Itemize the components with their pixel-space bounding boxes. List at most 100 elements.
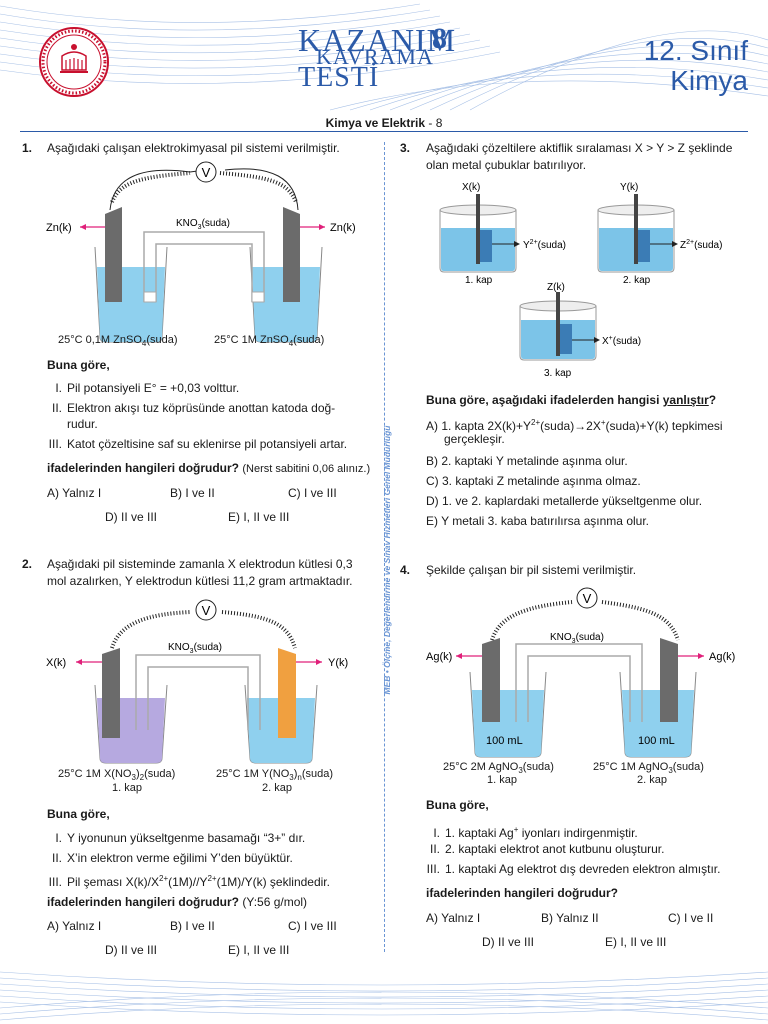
q2-voltmeter (195, 599, 217, 621)
q1-stem: Aşağıdaki çalışan elektrokimyasal pil si… (47, 141, 340, 155)
q2-left-electrode (102, 648, 120, 738)
q4-right-solution-label: 25°C 1M AgNO3(suda) (593, 761, 704, 776)
q4-option-e[interactable]: E) I, II ve III (605, 935, 667, 949)
q4-right-cap: 2. kap (637, 774, 667, 786)
q3-option-a[interactable]: A) 1. kapta 2X(k)+Y2+(suda)→2X+(suda)+Y(… (426, 418, 723, 433)
q3-option-a-cont: gerçekleşir. (444, 432, 505, 446)
q1-number: 1. (22, 141, 33, 155)
footer-decoration (0, 971, 768, 1021)
q2-bridge-label: KNO3(suda) (168, 642, 222, 655)
q3-c2-metal: Y(k) (620, 182, 638, 193)
q3-c1-ion: Y2+(suda) (523, 239, 566, 251)
q3-c1-cap: 1. kap (465, 275, 493, 286)
topic-name: Kimya ve Elektrik (325, 116, 426, 130)
q1-left-electrode-label: Zn(k) (46, 222, 72, 234)
q4-stem: Şekilde çalışan bir pil sistemi verilmiş… (426, 563, 637, 577)
column-divider (384, 142, 385, 952)
q3-option-d[interactable]: D) 1. ve 2. kaplardaki metallerde yüksel… (426, 494, 703, 508)
q4-right-volume: 100 mL (638, 735, 675, 747)
q2-figure: V X(k) Y(k) KNO3(suda) (46, 599, 348, 764)
q4-right-electrode (660, 638, 678, 722)
q4-number: 4. (400, 563, 411, 577)
q1-lead: Buna göre, (47, 358, 110, 372)
q1-option-e[interactable]: E) I, II ve III (228, 510, 290, 524)
q4-statement-3: III.1. kaptaki Ag elektrot dış devreden … (426, 862, 721, 876)
q2-option-e[interactable]: E) I, II ve III (228, 943, 290, 957)
q1-option-c[interactable]: C) I ve III (288, 486, 337, 500)
q1-statement-3: III.Katot çözeltisine saf su eklenirse p… (48, 437, 348, 451)
meb-logo (39, 27, 109, 97)
q3-figure: X(k) Y2+(suda) 1. kap Y(k) Z2+(suda) 2. … (439, 182, 722, 379)
topic-number: - 8 (428, 116, 443, 130)
subject: Kimya (670, 65, 748, 96)
q3-number: 3. (400, 141, 411, 155)
q4-voltmeter-label: V (583, 591, 592, 606)
q4-statement-2: II.2. kaptaki elektrot anot kutbunu oluş… (429, 842, 665, 856)
q2-option-b[interactable]: B) I ve II (170, 919, 215, 933)
brand-line1: KAZANIM (298, 22, 457, 58)
q3-c3-ion: X+(suda) (602, 335, 641, 347)
brand-line2: KAVRAMA (316, 44, 434, 69)
q4-option-d[interactable]: D) II ve III (482, 935, 535, 949)
q1-right-electrode (283, 207, 300, 302)
q1-statement-2: II.Elektron akışı tuz köprüsünde anottan… (51, 401, 336, 415)
q3-c3-cap: 3. kap (544, 368, 572, 379)
q4-option-c[interactable]: C) I ve II (668, 911, 714, 925)
q1-voltmeter-label: V (202, 165, 211, 180)
q2-option-a[interactable]: A) Yalnız I (47, 919, 102, 933)
q2-right-electrode (278, 648, 296, 738)
q3-option-b[interactable]: B) 2. kaptaki Y metalinde aşınma olur. (426, 454, 628, 468)
q3-c1-metal: X(k) (462, 182, 480, 193)
q3-question: Buna göre, aşağıdaki ifadelerden hangisi… (426, 393, 717, 407)
test-brand: KAZANIM KAVRAMA TESTİ 8 (298, 24, 456, 92)
q4-left-volume: 100 mL (486, 735, 523, 747)
q2-statement-1: I.Y iyonunun yükseltgenme basamağı “3+” … (55, 831, 306, 845)
side-credit-text: MEB • Ölçme, Değerlendirme ve Sınav Hizm… (382, 425, 392, 695)
q1-left-solution-label: 25°C 0,1M ZnSO4(suda) (58, 334, 178, 349)
q2-stem-1: Aşağıdaki pil sisteminde zamanla X elekt… (47, 557, 353, 571)
q1-salt-bridge (143, 231, 265, 302)
q2-lead: Buna göre, (47, 807, 110, 821)
q2-option-c[interactable]: C) I ve III (288, 919, 337, 933)
q3-cup-1: X(k) Y2+(suda) 1. kap (439, 182, 566, 286)
q2-statement-3: III.Pil şeması X(k)/X2+(1M)//Y2+(1M)/Y(k… (48, 874, 330, 889)
q2-option-d[interactable]: D) II ve III (105, 943, 158, 957)
q1-right-solution-label: 25°C 1M ZnSO4(suda) (214, 334, 325, 349)
q4-left-solution-label: 25°C 2M AgNO3(suda) (443, 761, 554, 776)
q4-option-a[interactable]: A) Yalnız I (426, 911, 481, 925)
q3-c3-metal: Z(k) (547, 282, 565, 293)
q4-salt-bridge (515, 643, 643, 722)
q4-right-electrode-label: Ag(k) (709, 651, 735, 663)
q1-statement-1: I.Pil potansiyeli E° = +0,03 volttur. (55, 381, 240, 395)
q4-lead: Buna göre, (426, 798, 489, 812)
q2-stem-2: mol azalırken, Y elektrodun kütlesi 11,2… (47, 574, 353, 588)
q3-option-c[interactable]: C) 3. kaptaki Z metalinde aşınma olmaz. (426, 474, 641, 488)
brand-number: 8 (432, 22, 447, 55)
topic-title: Kimya ve Elektrik - 8 (0, 116, 768, 130)
q2-salt-bridge (135, 654, 261, 730)
q1-option-b[interactable]: B) I ve II (170, 486, 215, 500)
q1-option-d[interactable]: D) II ve III (105, 510, 158, 524)
q3-stem-1: Aşağıdaki çözeltilere aktiflik sıralamas… (426, 141, 733, 155)
grade: 12. Sınıf (643, 35, 748, 66)
q2-number: 2. (22, 557, 33, 571)
q2-right-cap: 2. kap (262, 782, 292, 794)
q2-right-electrode-label: Y(k) (328, 657, 348, 669)
q2-left-electrode-label: X(k) (46, 657, 66, 669)
q1-right-solution (252, 267, 320, 342)
q1-right-electrode-label: Zn(k) (330, 222, 356, 234)
q1-statement-2b: rudur. (67, 417, 98, 431)
q4-option-b[interactable]: B) Yalnız II (541, 911, 599, 925)
q1-figure: V Zn(k) Zn(k) KNO3(suda) (46, 161, 356, 343)
q3-c2-ion: Z2+(suda) (680, 239, 722, 251)
q3-option-e[interactable]: E) Y metali 3. kaba batırılırsa aşınma o… (426, 514, 649, 528)
q2-question: ifadelerinden hangileri doğrudur? (Y:56 … (47, 895, 308, 909)
q2-right-solution-label: 25°C 1M Y(NO3)n(suda) (216, 768, 334, 783)
q1-option-a[interactable]: A) Yalnız I (47, 486, 102, 500)
q1-left-electrode (105, 207, 122, 302)
brand-line3: TESTİ (298, 62, 380, 93)
q3-stem-2: olan metal çubuklar batırılıyor. (426, 158, 587, 172)
q3-c2-cap: 2. kap (623, 275, 651, 286)
q2-left-cap: 1. kap (112, 782, 142, 794)
header-rule (20, 131, 748, 132)
